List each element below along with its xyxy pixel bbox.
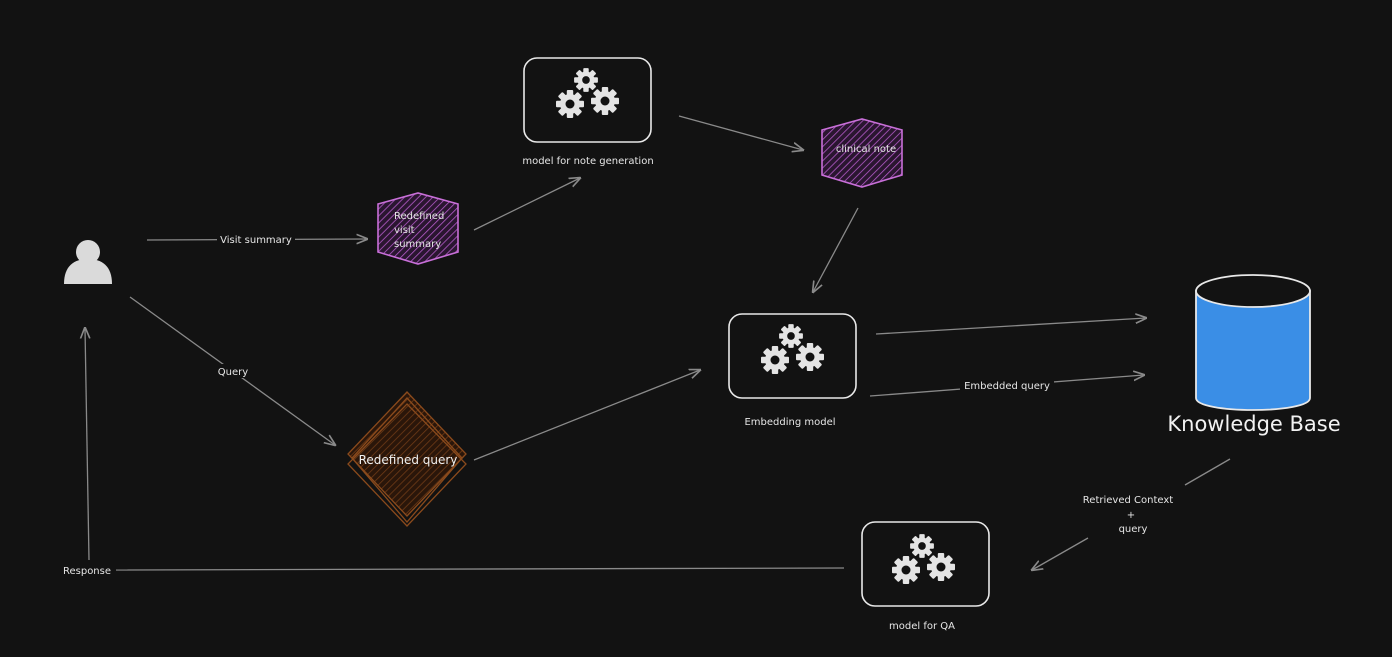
edge-query-to-embedding <box>473 370 700 461</box>
knowledge-base-label: Knowledge Base <box>1167 412 1340 436</box>
redefined-query-node[interactable]: Redefined query <box>347 391 467 527</box>
clinical-note-node[interactable]: clinical note <box>821 118 903 188</box>
query-label: Query <box>218 367 248 378</box>
redefined-visit-summary-node[interactable]: Redefined visit summary <box>377 192 459 265</box>
edge-embedding-to-kb <box>875 318 1146 335</box>
redefined-visit-summary-line-2: visit <box>394 225 415 236</box>
edge-embedded-query: Embedded query <box>869 375 1144 397</box>
model-qa-node[interactable]: model for QA <box>861 521 990 632</box>
edge-visit-summary: Visit summary <box>146 232 367 246</box>
embedding-model-node[interactable]: Embedding model <box>728 313 857 428</box>
model-note-generation-label: model for note generation <box>522 156 653 167</box>
database-icon <box>1195 274 1311 411</box>
edge-retrieved-context: Retrieved Context + query <box>1032 458 1231 570</box>
model-note-generation-node[interactable]: model for note generation <box>522 57 654 167</box>
redefined-visit-summary-line-1: Redefined <box>394 211 444 222</box>
embedding-model-label: Embedding model <box>744 417 835 428</box>
edge-query: Query <box>129 296 335 445</box>
retrieved-context-line-2: + <box>1127 510 1135 521</box>
clinical-note-label: clinical note <box>836 144 896 155</box>
redefined-query-label: Redefined query <box>359 453 458 467</box>
model-qa-label: model for QA <box>889 621 955 632</box>
retrieved-context-line-3: query <box>1119 524 1148 535</box>
redefined-visit-summary-line-3: summary <box>394 239 441 250</box>
edge-note-model-to-clinical-note <box>678 115 803 150</box>
knowledge-base-node[interactable]: Knowledge Base <box>1167 274 1341 436</box>
edge-summary-to-note-model <box>473 178 580 231</box>
edge-response: Response <box>63 328 845 577</box>
edge-clinical-note-to-embedding <box>813 207 859 292</box>
retrieved-context-line-1: Retrieved Context <box>1083 495 1173 506</box>
embedded-query-label: Embedded query <box>964 381 1050 392</box>
visit-summary-label: Visit summary <box>220 235 292 246</box>
response-label: Response <box>63 566 111 577</box>
user-icon <box>64 240 112 284</box>
